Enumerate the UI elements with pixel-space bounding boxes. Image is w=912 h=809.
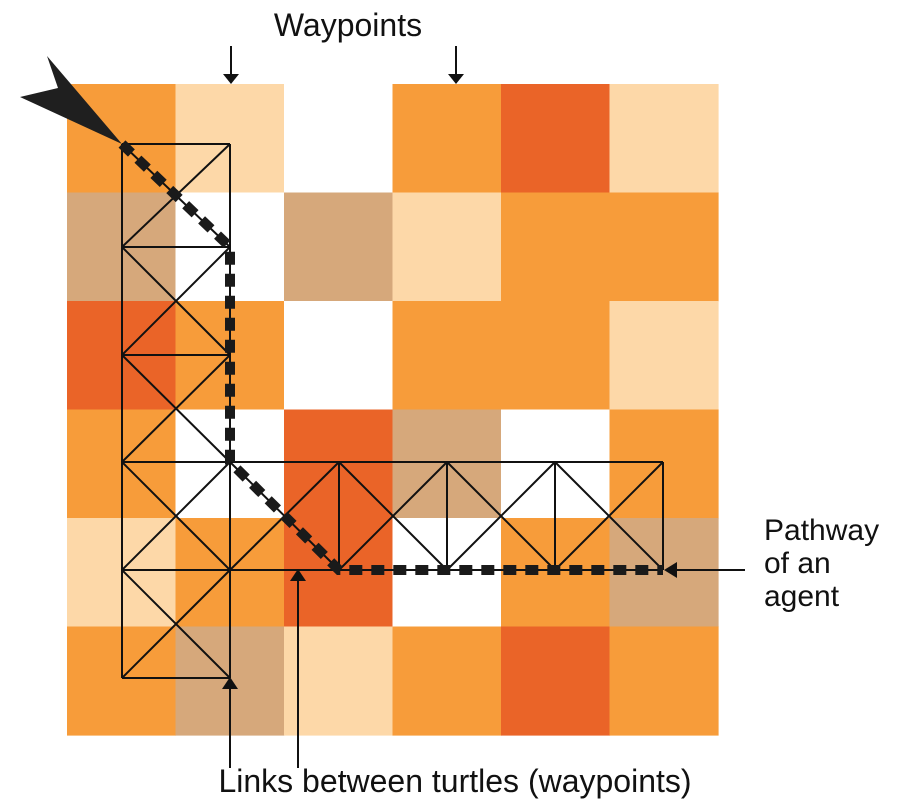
grid-cell [609,518,719,628]
grid-cell [392,84,502,194]
agent-arrowhead [20,56,122,144]
agent-pathway [20,56,663,575]
grid-cell [284,626,394,736]
grid-cell [609,626,719,736]
waypoints-label: Waypoints [274,7,422,43]
annotation-arrows [222,46,745,768]
waypoint-arrow-head-1 [223,74,239,84]
waypoint-links [121,143,664,679]
waypoint-arrow-head-2 [448,74,464,84]
links-label: Links between turtles (waypoints) [218,763,691,799]
grid-cell [392,192,502,302]
grid-cell [501,626,611,736]
grid-cell [392,301,502,411]
waypoint-link [338,461,448,571]
pathway-label-line2: of an [764,547,831,580]
grid-cell [284,301,394,411]
grid-cell [501,192,611,302]
waypoint-link [554,461,664,571]
grid-cell [392,626,502,736]
grid-cell [609,301,719,411]
agent-path-line [118,140,663,575]
grid-cell [501,301,611,411]
waypoint-link [121,461,231,571]
grid-cell [609,84,719,194]
links-arrow-head-2 [290,569,306,581]
waypoint-link [446,461,556,571]
links-arrow-head-1 [222,677,238,689]
pathway-label-line1: Pathway [764,514,879,547]
grid-cell [284,192,394,302]
pathway-label-line3: agent [764,580,840,613]
grid-cell [501,84,611,194]
grid-cell [609,192,719,302]
pathway-arrow-head [664,562,677,578]
waypoint-link [121,354,231,463]
waypoint-link [121,569,231,679]
grid-cell [609,409,719,519]
waypoint-link [121,246,231,356]
grid-cell [284,84,394,194]
